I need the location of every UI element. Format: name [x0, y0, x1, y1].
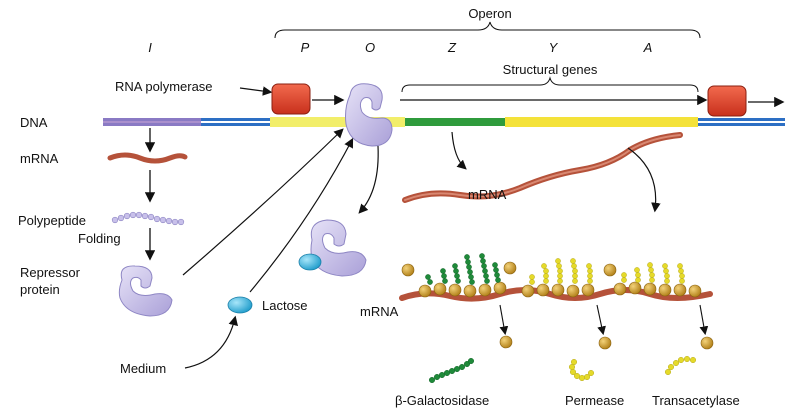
nascent-galactosidase-chains	[425, 253, 501, 285]
gene-label-i: I	[148, 40, 152, 55]
rna-polymerase-pointer	[239, 86, 273, 96]
arrow-repressor-released	[358, 145, 379, 214]
rna-polymerase-blocked	[271, 83, 311, 115]
structural-genes-brace: Structural genes	[401, 62, 699, 93]
mrna-label-bottom: mRNA	[360, 304, 399, 319]
medium-label: Medium	[120, 361, 166, 376]
free-repressor-protein	[118, 265, 173, 317]
arrow-release-3	[699, 304, 709, 336]
arrow-release-2	[596, 304, 606, 336]
arrow-medium-to-lactose	[184, 315, 238, 369]
polypeptide-chain	[111, 211, 185, 226]
nascent-permease-chains	[529, 258, 593, 285]
permease-product	[569, 359, 595, 382]
inactive-repressor-with-lactose	[298, 219, 367, 277]
repressor-label-line2: protein	[20, 282, 60, 297]
transacetylase-product	[665, 356, 697, 376]
gene-label-a: A	[643, 40, 653, 55]
dna-label: DNA	[20, 115, 48, 130]
beta-galactosidase-label: β-Galactosidase	[395, 393, 489, 408]
lactose-label: Lactose	[262, 298, 308, 313]
rna-polymerase-label: RNA polymerase	[115, 79, 213, 94]
transacetylase-label: Transacetylase	[652, 393, 740, 408]
permease-label: Permease	[565, 393, 624, 408]
structural-genes-label: Structural genes	[503, 62, 598, 77]
arrow-transcription-down	[451, 131, 467, 170]
mrna-label-mid: mRNA	[468, 187, 507, 202]
arrow-repressor-binds-operator	[182, 128, 344, 276]
mrna-label-left: mRNA	[20, 151, 59, 166]
folding-label: Folding	[78, 231, 121, 246]
repressor-on-operator	[345, 83, 393, 147]
arrow-lactose-to-repressor	[249, 137, 354, 293]
gene-z-segment	[405, 118, 505, 126]
operon-label: Operon	[468, 6, 511, 21]
polypeptide-label: Polypeptide	[18, 213, 86, 228]
gene-label-p: P	[301, 40, 310, 55]
beta-galactosidase-product	[429, 358, 475, 384]
polycistronic-mrna-highlight	[404, 134, 681, 201]
arrow-to-translation	[627, 147, 661, 213]
gene-label-y: Y	[549, 40, 559, 55]
released-ribosomes	[499, 335, 714, 350]
repressor-label-line1: Repressor	[20, 265, 81, 280]
promoter-operator-segment	[270, 117, 405, 127]
bound-lactose	[298, 253, 322, 271]
operon-brace: Operon	[274, 6, 701, 39]
gene-label-z: Z	[447, 40, 457, 55]
gene-label-o: O	[365, 40, 375, 55]
arrow-release-1	[499, 304, 509, 336]
rna-polymerase-transcribing	[707, 85, 747, 117]
gene-i-segment	[103, 118, 201, 126]
gene-ya-segment	[505, 117, 698, 127]
lactose-molecule	[227, 296, 253, 314]
dna-strand	[103, 117, 785, 127]
repressor-mrna	[107, 152, 188, 164]
nascent-transacetylase-chains	[621, 262, 685, 284]
ribosomes	[401, 261, 702, 298]
